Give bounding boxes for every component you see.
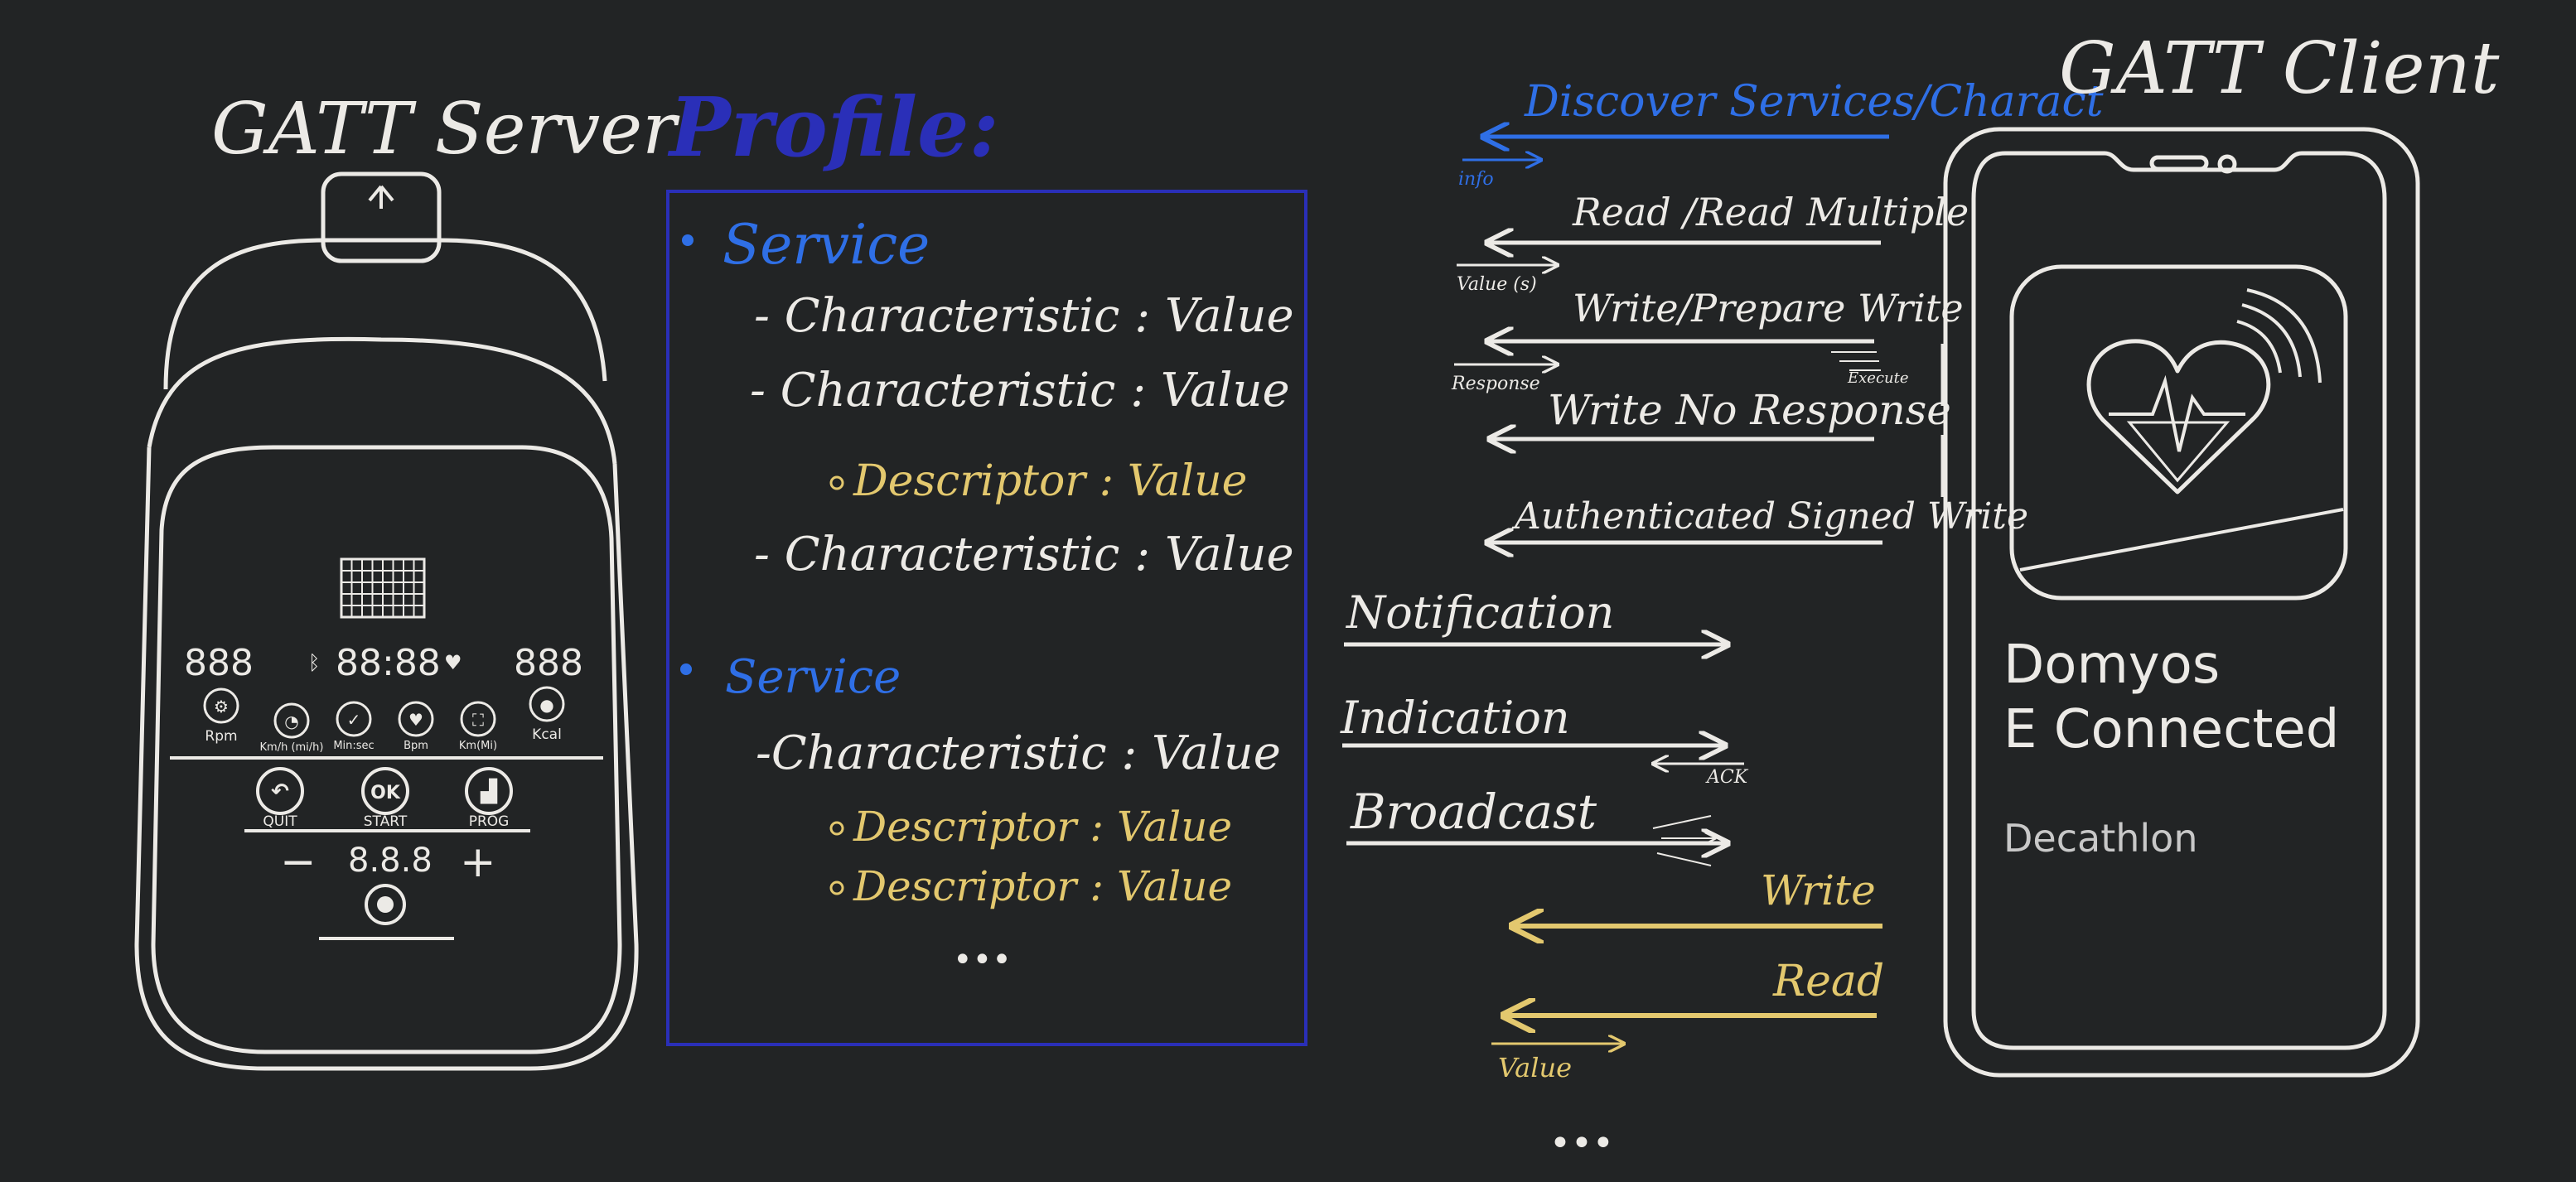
op-write-reply: Response	[1451, 374, 1540, 394]
op-app-read: Read	[1772, 957, 1884, 1006]
svg-text:♥: ♥	[408, 710, 423, 730]
heart-lower	[2126, 421, 2230, 483]
gauge-label: Bpm	[404, 740, 428, 752]
signal-wave-icon	[2246, 288, 2322, 384]
op-value: Value	[1498, 1052, 1572, 1083]
pulse-line	[2109, 374, 2245, 452]
service-1-char-2-descriptor: Descriptor : Value	[853, 456, 1247, 506]
bluetooth-icon: ᛒ	[308, 651, 320, 674]
profile-ellipsis: •••	[953, 941, 1012, 979]
console-display: 888 ᛒ 88:88 ♥ 888	[184, 642, 583, 684]
control-buttons: ↶ QUIT OK START ▟ PROG	[256, 767, 513, 830]
broadcast-rays	[1652, 815, 1715, 866]
op-write-no-response: Write No Response	[1548, 386, 1951, 434]
profile-box	[666, 190, 1307, 1046]
gatt-server: GATT Server 888 ᛒ 88:88 ♥ 888 ⚙ Rpm ◔ Km/h …	[134, 88, 680, 1071]
service-2-descriptor-2: Descriptor : Value	[853, 862, 1232, 910]
app-name-line-2: E Connected	[2003, 699, 2339, 760]
app-developer: Decathlon	[2003, 816, 2197, 861]
operations-ellipsis: •••	[1549, 1122, 1614, 1165]
svg-text:◔: ◔	[284, 712, 298, 731]
gauge-label: Km(Mi)	[459, 740, 497, 752]
bullet	[680, 663, 692, 675]
op-discover-reply: info	[1458, 169, 1494, 190]
rpm-icon: ⚙	[203, 687, 239, 724]
bullet	[829, 880, 844, 895]
svg-text:⚙: ⚙	[214, 697, 229, 716]
app-name-line-1: Domyos	[2003, 634, 2220, 696]
profile: Profile: Service - Characteristic : Valu…	[666, 80, 1307, 1046]
app-icon-frame	[2009, 264, 2348, 601]
gauge-label: Rpm	[205, 728, 237, 745]
service-2: Service	[725, 650, 901, 704]
svg-text:✓: ✓	[347, 710, 361, 730]
heart-icon: ♥	[398, 701, 434, 737]
service-1: Service	[723, 213, 930, 277]
prog-button[interactable]: ▟ PROG	[465, 767, 513, 830]
gauge-label: Km/h (mi/h)	[260, 741, 324, 754]
service-2-char-1: -Characteristic : Value	[756, 726, 1281, 780]
op-indication: Indication	[1340, 692, 1570, 744]
op-signed-write: Authenticated Signed Write	[1511, 495, 2028, 538]
gatt-client: GATT Client Domyos E Connected Decathlon	[1940, 27, 2500, 1078]
bullet	[829, 475, 844, 490]
op-broadcast: Broadcast	[1350, 784, 1597, 840]
check-icon: ✓	[336, 701, 372, 737]
svg-text:●: ●	[539, 695, 553, 715]
service-1-char-2: - Characteristic : Value	[750, 364, 1290, 417]
service-1-char-1: - Characteristic : Value	[754, 289, 1294, 343]
service-2-descriptor-1: Descriptor : Value	[853, 803, 1232, 851]
start-button[interactable]: OK START	[361, 767, 409, 830]
svg-text:⛶: ⛶	[471, 710, 485, 730]
bullet	[829, 821, 844, 836]
stairs-icon: ▟	[480, 778, 498, 804]
display-bottom: 8.8.8	[348, 842, 433, 880]
op-notification: Notification	[1345, 586, 1614, 639]
apple-icon: ●	[529, 686, 565, 722]
minus-button[interactable]: −	[280, 837, 317, 887]
server-title: GATT Server	[211, 88, 680, 171]
signal-wave-icon	[2236, 320, 2282, 374]
button-label: PROG	[469, 813, 510, 830]
console-outline	[134, 171, 639, 1071]
signal-wave-icon	[2241, 303, 2302, 378]
op-ack: ACK	[1705, 767, 1749, 788]
client-title: GATT Client	[2059, 27, 2500, 110]
bullet	[682, 234, 694, 246]
operations: Discover Services/Charact info Read /Rea…	[1340, 77, 2104, 1165]
speed-icon: ◔	[273, 702, 310, 739]
button-label: START	[364, 813, 408, 830]
app-icon	[2009, 264, 2348, 601]
gauge-label: Min:sec	[333, 740, 374, 752]
gauge-row: ⚙ Rpm ◔ Km/h (mi/h) ✓ Min:sec ♥ Bpm ⛶ Km(Mi) ● Kcal	[203, 686, 565, 754]
plus-button[interactable]: +	[460, 837, 496, 887]
back-arrow-icon: ↶	[271, 779, 289, 804]
op-read: Read /Read Multiple	[1572, 190, 1969, 234]
upload-arrow-icon	[368, 185, 394, 209]
quit-button[interactable]: ↶ QUIT	[256, 767, 304, 830]
phone-outline	[1940, 127, 2420, 1078]
op-write-prepare: Write/Prepare Write	[1573, 286, 1964, 330]
gauge-label: Kcal	[532, 726, 562, 743]
op-discover: Discover Services/Charact	[1524, 77, 2104, 127]
display-left: 888	[184, 642, 254, 684]
execute-marks	[1831, 351, 1881, 371]
heart-small-icon: ♥	[444, 651, 462, 674]
op-execute: Execute	[1847, 369, 1909, 387]
heart-pulse-icon	[2086, 339, 2271, 495]
ok-icon: OK	[370, 783, 401, 803]
op-app-write: Write	[1761, 866, 1876, 914]
safety-key-icon	[365, 884, 406, 925]
distance-icon: ⛶	[460, 701, 496, 737]
display-center: 88:88	[336, 642, 441, 684]
app-icon-diagonal	[2019, 508, 2344, 572]
button-label: QUIT	[263, 813, 297, 830]
service-1-char-3: - Characteristic : Value	[754, 528, 1294, 581]
profile-title: Profile:	[667, 80, 999, 176]
display-right: 888	[514, 642, 583, 684]
op-read-reply: Value (s)	[1457, 274, 1537, 295]
